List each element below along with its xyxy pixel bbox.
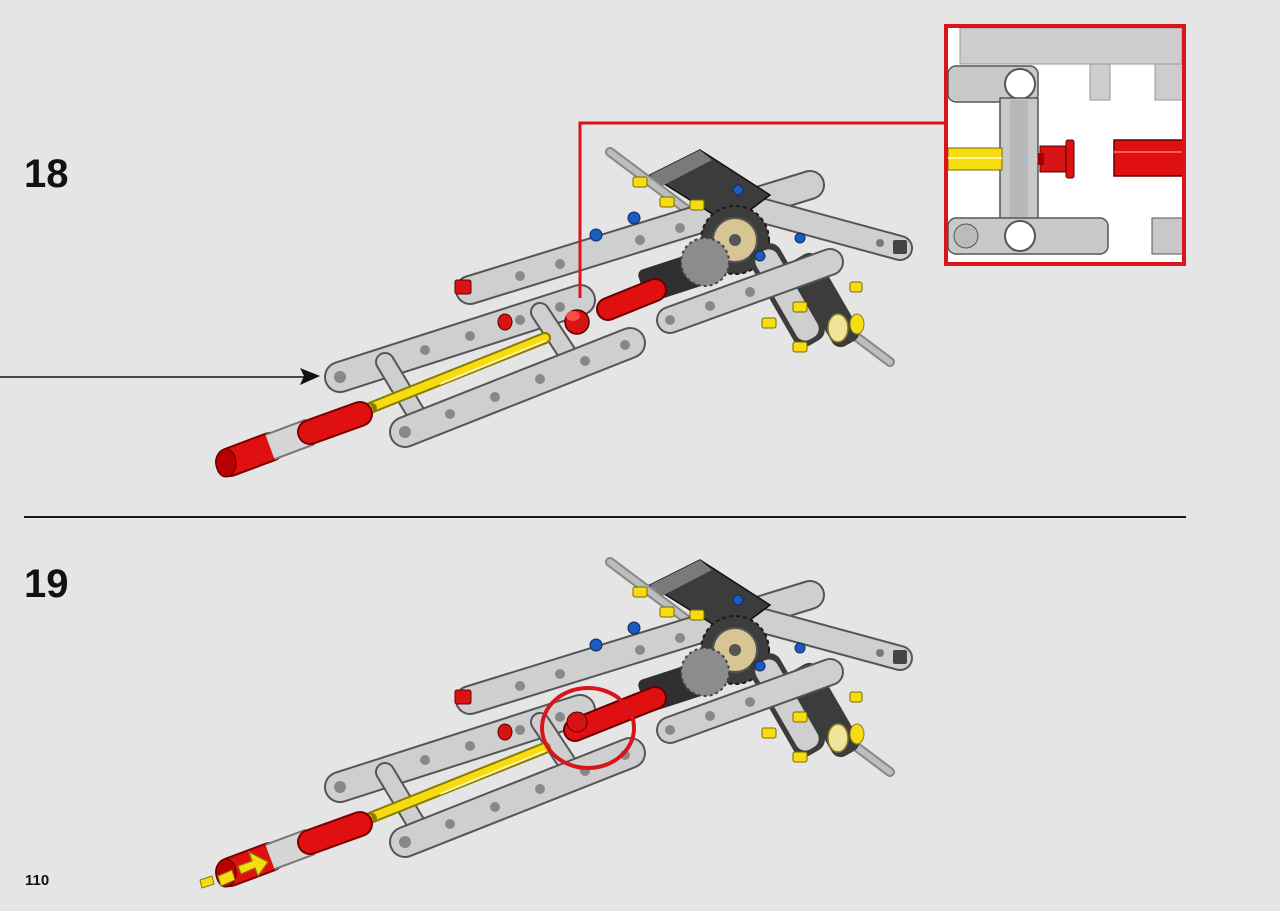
black-arrow-icon [0,368,320,385]
red-circle-highlight [540,686,636,770]
step-18-number: 18 [24,152,69,196]
red-bushing-part [564,309,590,335]
red-axle-installed [563,686,667,742]
step-18-illustration [0,24,1186,477]
step-divider [24,516,1186,518]
page-number: 110 [25,872,50,889]
red-axle-connector-part [596,278,667,321]
step-19-illustration [216,560,907,887]
callout-connector [578,121,946,298]
step-19-number: 19 [24,562,69,606]
zoom-callout-box [944,24,1186,266]
yellow-motion-arrow-icon [199,850,269,889]
